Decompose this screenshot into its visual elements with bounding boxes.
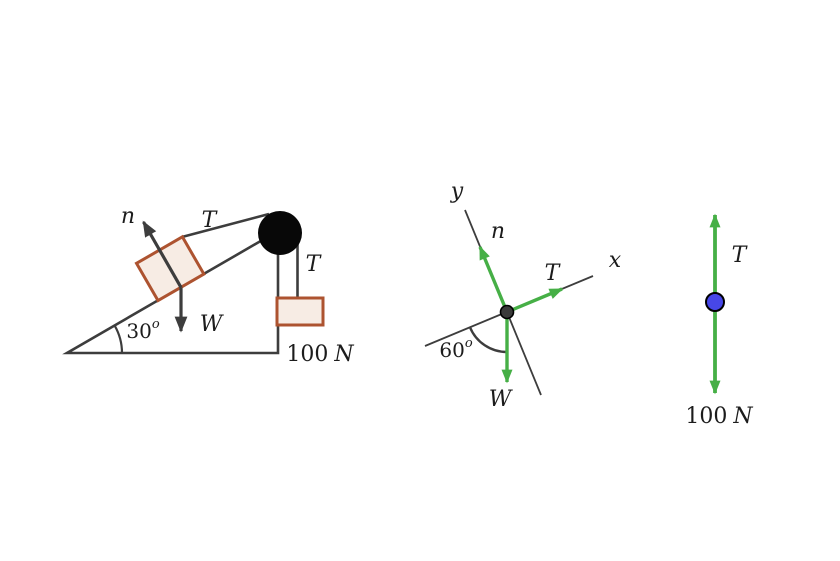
free-body-diagram: y x n T W 60o — [424, 179, 622, 412]
hanging-particle — [705, 292, 725, 312]
fbd-normal-label: n — [491, 219, 505, 244]
incline-angle-arc — [113, 324, 124, 354]
fbd-tension-vector — [506, 287, 564, 314]
normal-label: n — [121, 204, 135, 229]
rope-tension-label: T — [202, 208, 219, 233]
hanging-tension-label: T — [306, 252, 323, 277]
normal-force-arrow — [142, 220, 183, 289]
fbd-angle-arc — [468, 326, 508, 354]
pulley — [258, 211, 302, 255]
fbd-tension-label: T — [545, 261, 562, 286]
fbd-angle-label: 60o — [439, 336, 472, 362]
weight-label: W — [200, 312, 225, 337]
hanging-block — [275, 296, 325, 327]
incline-angle-label: 30o — [126, 317, 159, 343]
fbd-weight-label: W — [489, 387, 514, 412]
y-axis-label: y — [450, 179, 464, 204]
hanging-fbd-tension-label: T — [732, 243, 749, 268]
fbd-origin-point — [499, 304, 515, 320]
x-axis-label: x — [609, 248, 622, 273]
rope-incline — [182, 212, 270, 239]
fbd-normal-vector — [478, 245, 509, 313]
